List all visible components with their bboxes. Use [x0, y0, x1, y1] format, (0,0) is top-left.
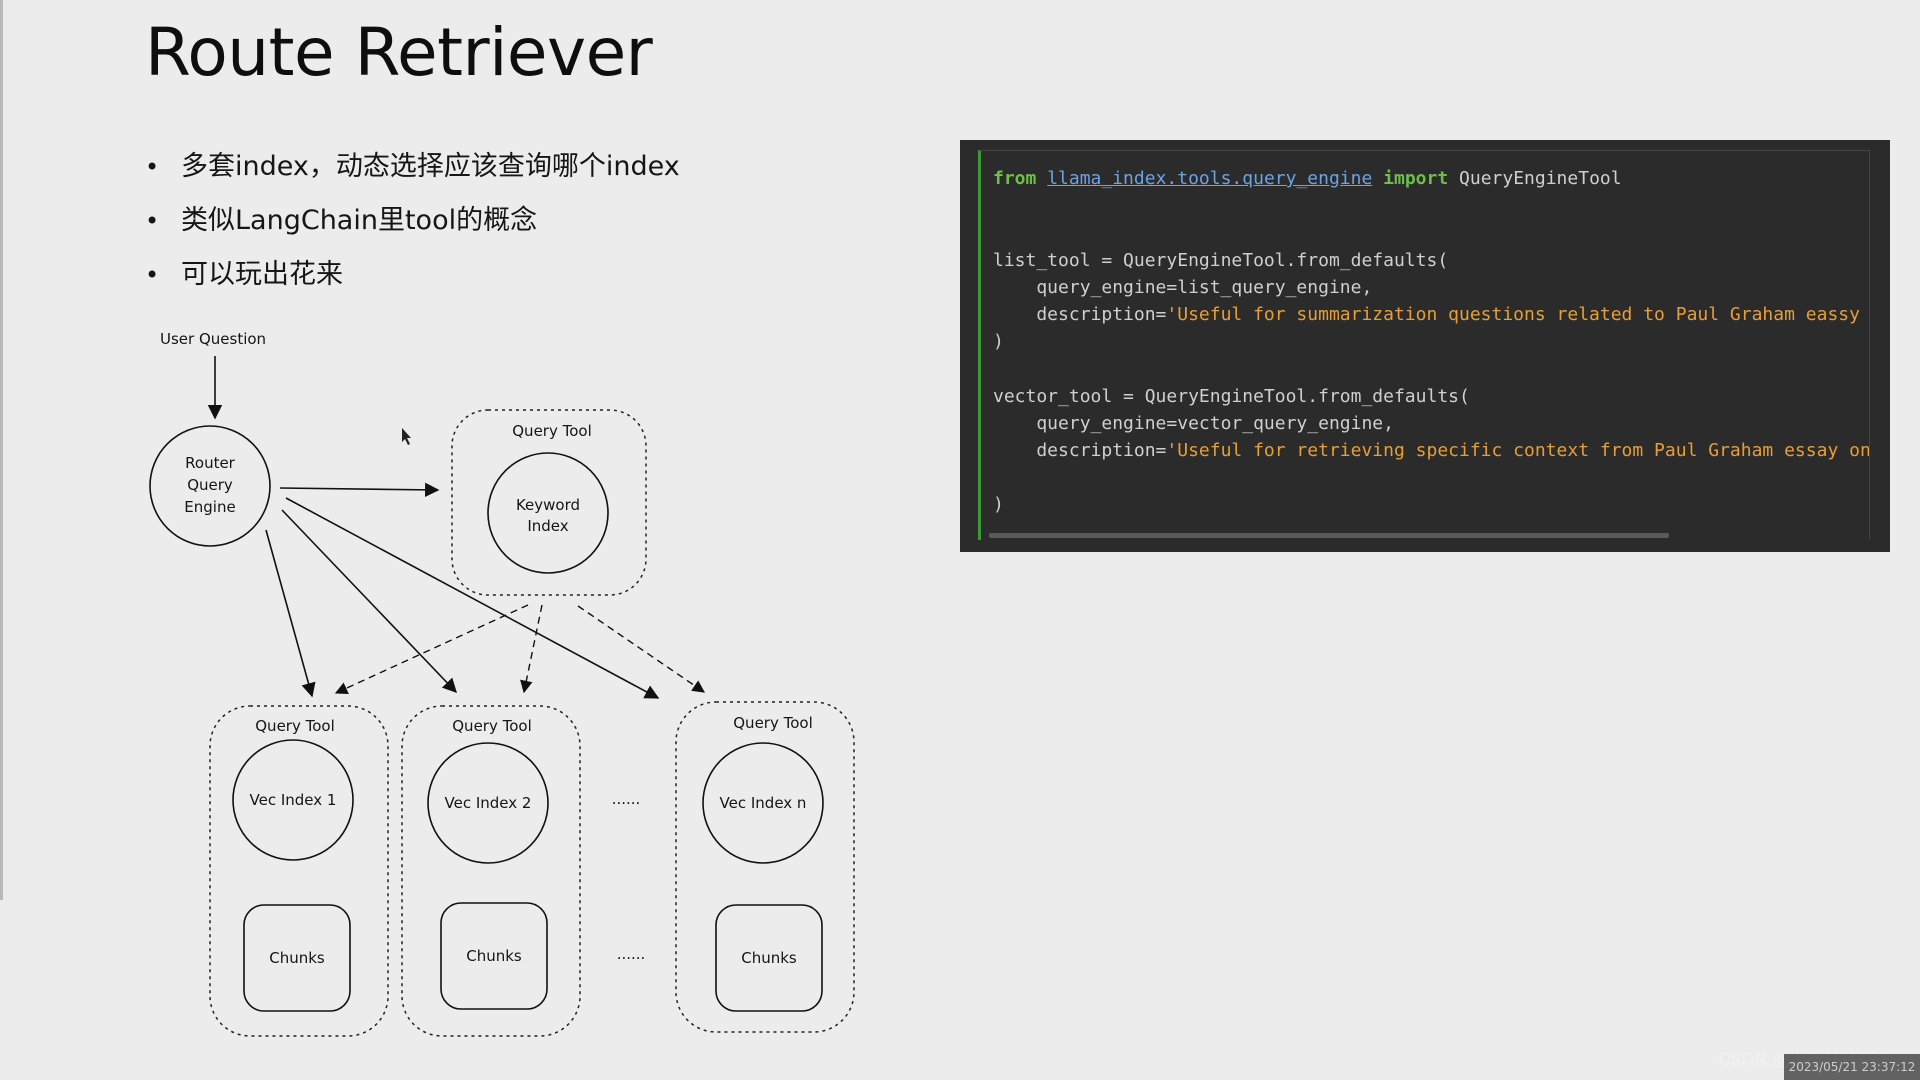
- bullet-list: 多套index，动态选择应该查询哪个index 类似LangChain里tool…: [145, 140, 680, 302]
- bullet-item: 可以玩出花来: [145, 248, 680, 302]
- horizontal-scrollbar[interactable]: [989, 533, 1669, 538]
- query-tool-label: Query Tool: [255, 717, 335, 735]
- dashed-arrow-keyword-to-vec2: [520, 604, 543, 694]
- slide-title: Route Retriever: [145, 14, 653, 91]
- code-module: llama_index.tools.query_engine: [1047, 168, 1373, 189]
- vec-index-1-node: [232, 739, 354, 861]
- vec-index-2-label: Vec Index 2: [445, 794, 532, 812]
- code-keyword: import: [1383, 168, 1449, 189]
- vec-index-1-label: Vec Index 1: [250, 791, 337, 809]
- code-keyword: from: [993, 168, 1037, 189]
- code-line: query_engine=list_query_engine,: [993, 276, 1373, 298]
- dashed-arrow-keyword-to-vec1: [334, 604, 529, 695]
- router-diagram-svg: User Question Router Query Engine Query …: [149, 330, 855, 1037]
- router-label-line: Engine: [184, 498, 235, 516]
- code-block: from llama_index.tools.query_engine impo…: [981, 151, 1869, 519]
- code-string: 'Useful for retrieving specific context …: [1166, 440, 1870, 462]
- code-panel: from llama_index.tools.query_engine impo…: [960, 140, 1890, 552]
- code-string: 'Useful for summarization questions rela…: [1166, 304, 1860, 326]
- router-label-line: Query: [187, 476, 233, 494]
- chunks-label: Chunks: [741, 949, 797, 967]
- chunks-label: Chunks: [466, 947, 522, 965]
- keyword-index-label: Index: [527, 517, 568, 535]
- chunks-label: Chunks: [269, 949, 325, 967]
- chunks-node-n: [715, 904, 823, 1012]
- vec-query-tool-box-n: [675, 701, 855, 1033]
- code-line: vector_tool = QueryEngineTool.from_defau…: [993, 385, 1470, 407]
- vec-index-2-node: [427, 742, 549, 864]
- code-line: ): [993, 494, 1004, 516]
- arrow-router-to-vec1: [265, 529, 316, 698]
- vec-query-tool-box-1: [209, 705, 389, 1037]
- code-line: query_engine=vector_query_engine,: [993, 412, 1394, 434]
- bullet-item: 多套index，动态选择应该查询哪个index: [145, 140, 680, 194]
- vec-index-n-node: [702, 742, 824, 864]
- slide-left-edge: [0, 0, 3, 900]
- chunks-node-1: [243, 904, 351, 1012]
- query-tool-label: Query Tool: [733, 714, 813, 732]
- router-label-line: Router: [185, 454, 236, 472]
- code-editor: from llama_index.tools.query_engine impo…: [978, 150, 1870, 540]
- arrow-router-to-vecn: [285, 497, 660, 699]
- code-text: description=: [993, 440, 1167, 462]
- query-tool-label: Query Tool: [512, 422, 592, 440]
- arrow-router-to-keyword: [279, 482, 440, 498]
- keyword-query-tool-box: [451, 409, 647, 596]
- dashed-arrow-keyword-to-vecn: [577, 605, 706, 693]
- router-query-engine-node: [149, 425, 271, 547]
- timestamp-stamp: 2023/05/21 23:37:12: [1784, 1054, 1920, 1080]
- chunks-node-2: [440, 902, 548, 1010]
- code-text: description=: [993, 304, 1167, 326]
- code-text: QueryEngineTool: [1448, 168, 1622, 189]
- router-diagram: User Question Router Query Engine Query …: [140, 320, 860, 1040]
- user-question-label: User Question: [160, 330, 266, 348]
- code-line: ): [993, 331, 1004, 353]
- vec-index-n-label: Vec Index n: [720, 794, 807, 812]
- vec-query-tool-box-2: [401, 705, 581, 1037]
- code-line: list_tool = QueryEngineTool.from_default…: [993, 249, 1449, 271]
- ellipsis: ......: [617, 945, 646, 963]
- arrow-router-to-vec2: [281, 509, 457, 694]
- ellipsis: ......: [612, 790, 641, 808]
- keyword-index-node: [487, 452, 609, 574]
- bullet-item: 类似LangChain里tool的概念: [145, 194, 680, 248]
- keyword-index-label: Keyword: [516, 496, 580, 514]
- mouse-cursor-icon: [402, 428, 411, 445]
- query-tool-label: Query Tool: [452, 717, 532, 735]
